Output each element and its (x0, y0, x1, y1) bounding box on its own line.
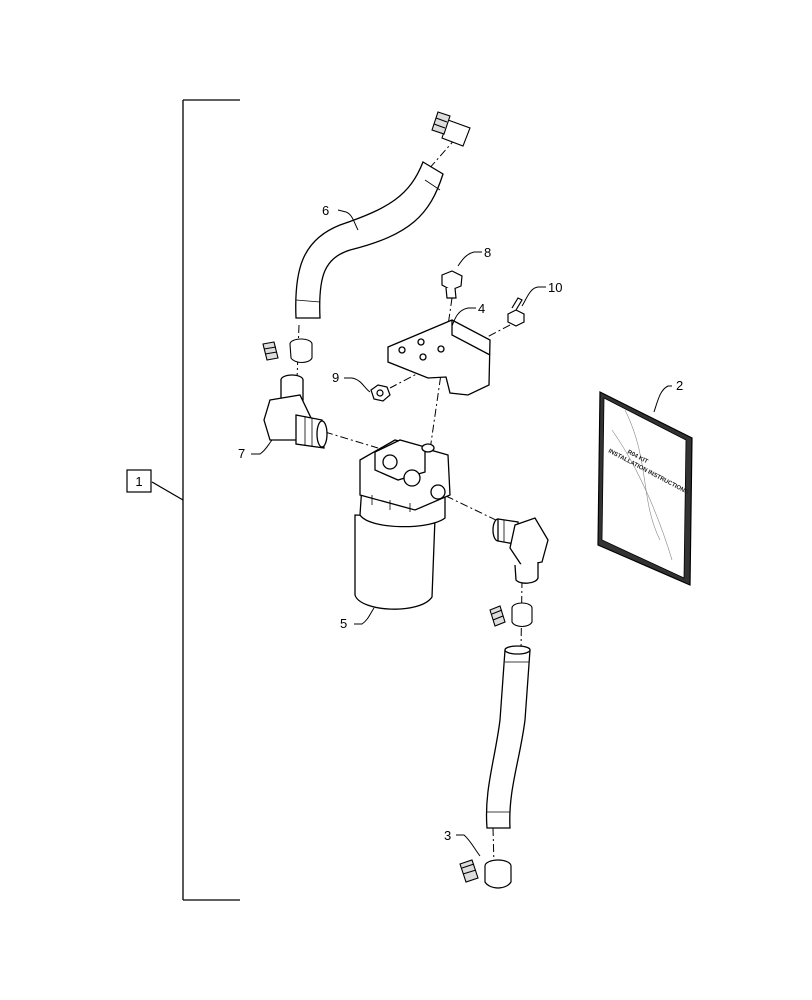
svg-text:1: 1 (135, 474, 142, 489)
upper-hose-fitting (431, 111, 471, 147)
kit-bracket (151, 99, 240, 901)
lower-clamp (484, 859, 512, 889)
inlet-elbow (263, 374, 328, 449)
upper-hose-clamp (289, 338, 313, 364)
callout-1: 1 (126, 469, 152, 493)
callout-5: 5 (340, 616, 347, 631)
lower-hose-upper-fitting (489, 605, 506, 627)
callout-7: 7 (238, 446, 245, 461)
callout-leaders (251, 209, 672, 857)
callout-3: 3 (444, 828, 451, 843)
callout-10: 10 (548, 280, 562, 295)
upper-hose-lower-fitting (262, 341, 279, 361)
screw (507, 297, 525, 327)
lower-hose (485, 645, 531, 829)
nut (370, 384, 391, 402)
callout-4: 4 (478, 301, 485, 316)
bolt (441, 270, 463, 299)
filter-assembly (354, 439, 451, 610)
callout-9: 9 (332, 370, 339, 385)
callout-2: 2 (676, 378, 683, 393)
callout-numbers: 2 3 4 5 6 7 8 9 10 (238, 203, 683, 843)
lower-fitting (459, 859, 479, 883)
callout-6: 6 (322, 203, 329, 218)
outlet-elbow (492, 517, 549, 584)
mounting-bracket (387, 319, 491, 396)
upper-hose (295, 161, 444, 319)
instruction-booklet: R04 KIT INSTALLATION INSTRUCTIONS (597, 391, 693, 586)
callout-8: 8 (484, 245, 491, 260)
lower-hose-upper-clamp (511, 602, 533, 628)
